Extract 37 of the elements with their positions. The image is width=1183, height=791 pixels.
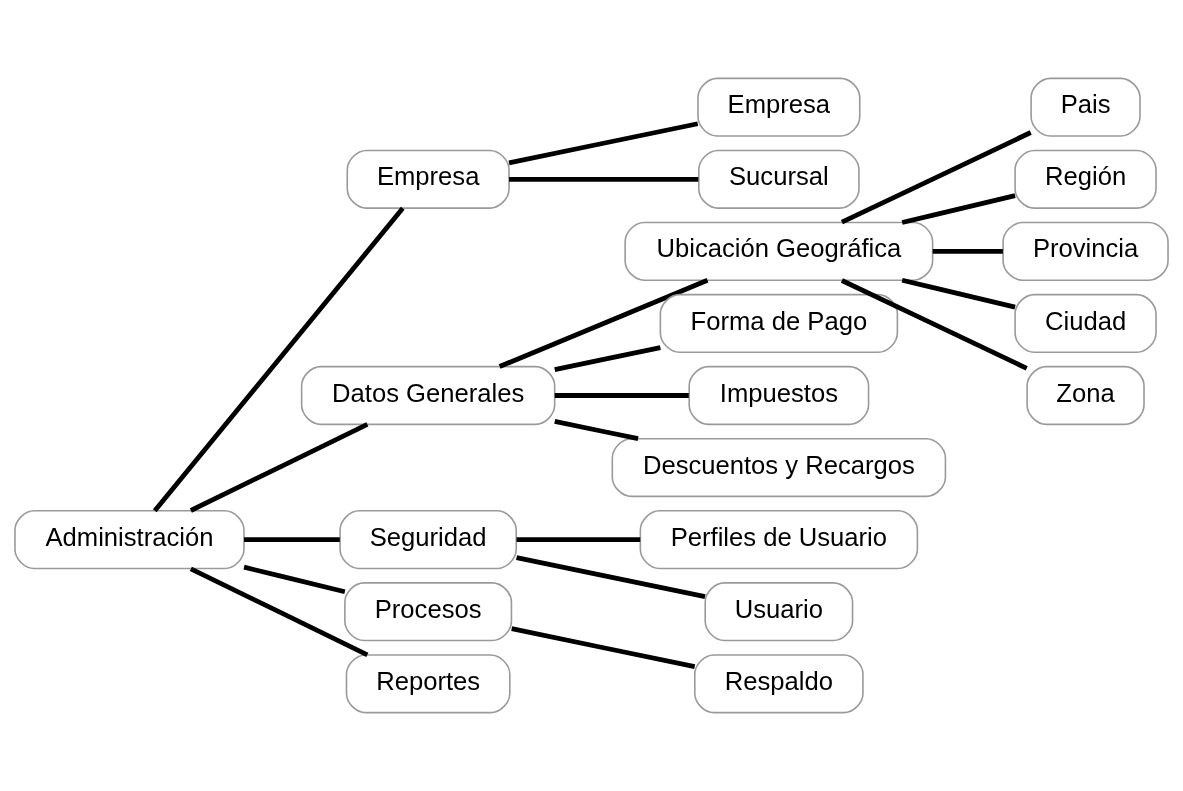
node-box: Empresa bbox=[346, 149, 510, 209]
node-box: Ubicación Geográfica bbox=[624, 221, 934, 281]
connector bbox=[244, 537, 340, 543]
node-box: Procesos bbox=[344, 582, 513, 642]
node-box: Impuestos bbox=[688, 365, 870, 426]
connector bbox=[509, 176, 699, 182]
node-box: Forma de Pago bbox=[659, 293, 899, 354]
node-box: Seguridad bbox=[339, 510, 518, 570]
connector bbox=[152, 206, 405, 513]
connector bbox=[554, 393, 689, 398]
connector bbox=[498, 278, 709, 369]
connector bbox=[516, 537, 641, 543]
connector bbox=[516, 555, 706, 600]
node-box: Empresa bbox=[697, 77, 861, 137]
connector bbox=[840, 278, 1028, 371]
connector bbox=[243, 564, 346, 595]
node-box: Zona bbox=[1026, 365, 1145, 426]
node-box: Perfiles de Usuario bbox=[639, 510, 919, 570]
connector bbox=[901, 277, 1016, 310]
node-box: Provincia bbox=[1002, 221, 1169, 281]
connector bbox=[932, 248, 1003, 254]
node-box: Región bbox=[1014, 149, 1157, 209]
connector bbox=[901, 193, 1016, 225]
connector bbox=[554, 419, 639, 442]
node-box: Administración bbox=[14, 510, 245, 570]
connector bbox=[511, 626, 696, 669]
node-box: Datos Generales bbox=[300, 365, 556, 426]
node-box: Ciudad bbox=[1014, 293, 1157, 354]
node-box: Sucursal bbox=[698, 149, 860, 209]
node-box: Usuario bbox=[704, 582, 854, 642]
connector bbox=[508, 121, 699, 166]
node-box: Descuentos y Recargos bbox=[611, 437, 947, 498]
node-box: Pais bbox=[1030, 77, 1141, 137]
node-box: Respaldo bbox=[694, 654, 864, 714]
connector bbox=[554, 345, 661, 372]
node-box: Reportes bbox=[345, 654, 511, 714]
connector bbox=[189, 422, 369, 513]
